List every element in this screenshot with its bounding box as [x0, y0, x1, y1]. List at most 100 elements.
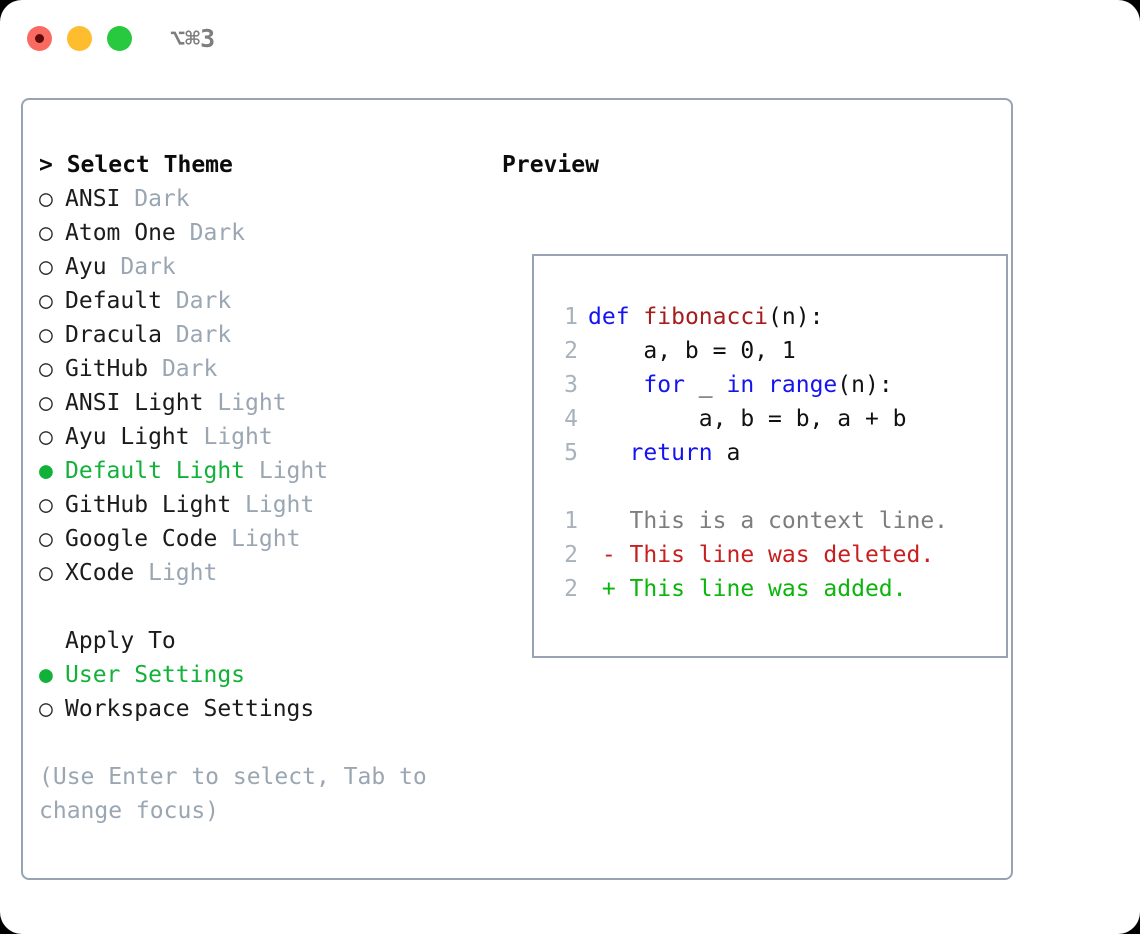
code-token: _: [684, 372, 727, 398]
theme-item-category: Light: [134, 560, 218, 586]
code-token: a: [712, 440, 741, 466]
code-line: 4 a, b = b, a + b: [552, 402, 948, 436]
theme-item[interactable]: ○ANSI Dark: [39, 182, 489, 216]
radio-unselected-icon: ○: [39, 390, 53, 416]
line-number: 1: [564, 508, 578, 534]
maximize-button[interactable]: [107, 26, 132, 51]
theme-item-category: Light: [231, 492, 315, 518]
hint-spacer: [39, 726, 489, 760]
theme-item[interactable]: ○ Google Code Light: [39, 522, 489, 556]
theme-item[interactable]: ○ Dracula Dark: [39, 318, 489, 352]
theme-item[interactable]: ○ANSI Light Light: [39, 386, 489, 420]
radio-unselected-icon: ○: [39, 254, 53, 280]
keyboard-shortcut-label: ⌥⌘3: [170, 24, 216, 53]
radio-selected-icon: ●: [39, 458, 53, 484]
line-number: 2: [564, 542, 578, 568]
theme-item-name: Default: [65, 288, 162, 314]
theme-item[interactable]: ● Default Light Light: [39, 454, 489, 488]
theme-item-name: Ayu Light: [65, 424, 190, 450]
radio-selected-icon: ●: [39, 662, 53, 688]
radio-unselected-icon: ○: [39, 526, 53, 552]
code-token: [754, 372, 768, 398]
radio-unselected-icon: ○: [39, 288, 53, 314]
radio-unselected-icon: ○: [39, 696, 53, 722]
theme-item[interactable]: ○ GitHub Light Light: [39, 488, 489, 522]
apply-to-list[interactable]: ● User Settings ○ Workspace Settings: [39, 658, 489, 726]
code-token: (n):: [768, 304, 824, 330]
window-controls: [27, 26, 132, 51]
keyboard-hint-text: (Use Enter to select, Tab to change focu…: [39, 764, 441, 824]
code-token: return: [629, 440, 713, 466]
line-number: 2: [564, 338, 578, 364]
radio-unselected-icon: ○: [39, 220, 53, 246]
code-token: [630, 304, 644, 330]
theme-item-name: ANSI: [65, 186, 121, 212]
theme-item[interactable]: ○ Ayu Dark: [39, 250, 489, 284]
theme-picker-dialog: > Select Theme ○ANSI Dark○Atom One Dark○…: [21, 98, 1013, 880]
apply-to-heading: Apply To: [65, 628, 176, 654]
diff-line: 1 This is a context line.: [552, 504, 948, 538]
theme-selection-panel: > Select Theme ○ANSI Dark○Atom One Dark○…: [39, 148, 489, 828]
select-theme-heading: > Select Theme: [39, 152, 233, 178]
line-number: 1: [564, 304, 578, 330]
apply-to-option-label: Workspace Settings: [65, 696, 315, 722]
code-token: [588, 372, 643, 398]
diff-line-text: + This line was added.: [588, 576, 907, 602]
theme-item-category: Dark: [148, 356, 218, 382]
theme-item-category: Dark: [161, 322, 232, 348]
diff-line-text: This is a context line.: [588, 508, 949, 534]
code-diff-separator: [552, 470, 948, 504]
theme-item-name: ANSI Light: [65, 390, 204, 416]
theme-item-name: Default Light: [65, 458, 246, 484]
apply-to-option[interactable]: ○ Workspace Settings: [39, 692, 489, 726]
code-line: 5 return a: [552, 436, 948, 470]
title-bar: ⌥⌘3: [0, 0, 1140, 78]
radio-unselected-icon: ○: [39, 492, 53, 518]
line-number: 5: [564, 440, 578, 466]
theme-item-name: Ayu: [65, 254, 107, 280]
diff-line: 2 - This line was deleted.: [552, 538, 948, 572]
code-token: def: [588, 304, 630, 330]
minimize-button[interactable]: [67, 26, 92, 51]
radio-unselected-icon: ○: [39, 424, 53, 450]
line-number: 2: [564, 576, 578, 602]
code-token: a, b = 0, 1: [588, 338, 796, 364]
radio-unselected-icon: ○: [39, 322, 53, 348]
code-token: a, b = b, a + b: [588, 406, 907, 432]
code-line: 3 for _ in range(n):: [552, 368, 948, 402]
radio-unselected-icon: ○: [39, 186, 53, 212]
theme-item-category: Dark: [161, 288, 232, 314]
theme-item-name: GitHub Light: [65, 492, 232, 518]
diff-line-text: - This line was deleted.: [588, 542, 935, 568]
theme-item-category: Dark: [106, 254, 176, 280]
theme-item-name: Atom One: [65, 220, 176, 246]
theme-item[interactable]: ○ XCode Light: [39, 556, 489, 590]
theme-item-name: Google Code: [65, 526, 218, 552]
line-number: 3: [564, 372, 578, 398]
radio-unselected-icon: ○: [39, 560, 53, 586]
theme-item-category: Light: [189, 424, 273, 450]
theme-item[interactable]: ○GitHub Dark: [39, 352, 489, 386]
theme-item-name: Dracula: [65, 322, 162, 348]
theme-item[interactable]: ○ Default Dark: [39, 284, 489, 318]
theme-item[interactable]: ○ Atom One Dark: [39, 216, 489, 250]
code-token: (n):: [837, 372, 893, 398]
theme-item-category: Light: [217, 526, 301, 552]
preview-heading: Preview: [502, 152, 599, 178]
diff-line: 2 + This line was added.: [552, 572, 948, 606]
code-token: fibonacci: [643, 304, 769, 330]
theme-item-category: Light: [245, 458, 329, 484]
code-token: range: [768, 372, 838, 398]
close-button[interactable]: [27, 26, 52, 51]
apply-to-option[interactable]: ● User Settings: [39, 658, 489, 692]
theme-list[interactable]: ○ ANSI Dark ○ Atom One Dark ○ Ayu Dark ○ Defaul…: [39, 182, 489, 590]
code-token: for: [643, 372, 685, 398]
code-token: [588, 440, 630, 466]
apply-to-option-label: User Settings: [65, 662, 246, 688]
theme-item-name: XCode: [65, 560, 135, 586]
theme-item[interactable]: ○ Ayu Light Light: [39, 420, 489, 454]
theme-item-category: Dark: [175, 220, 246, 246]
